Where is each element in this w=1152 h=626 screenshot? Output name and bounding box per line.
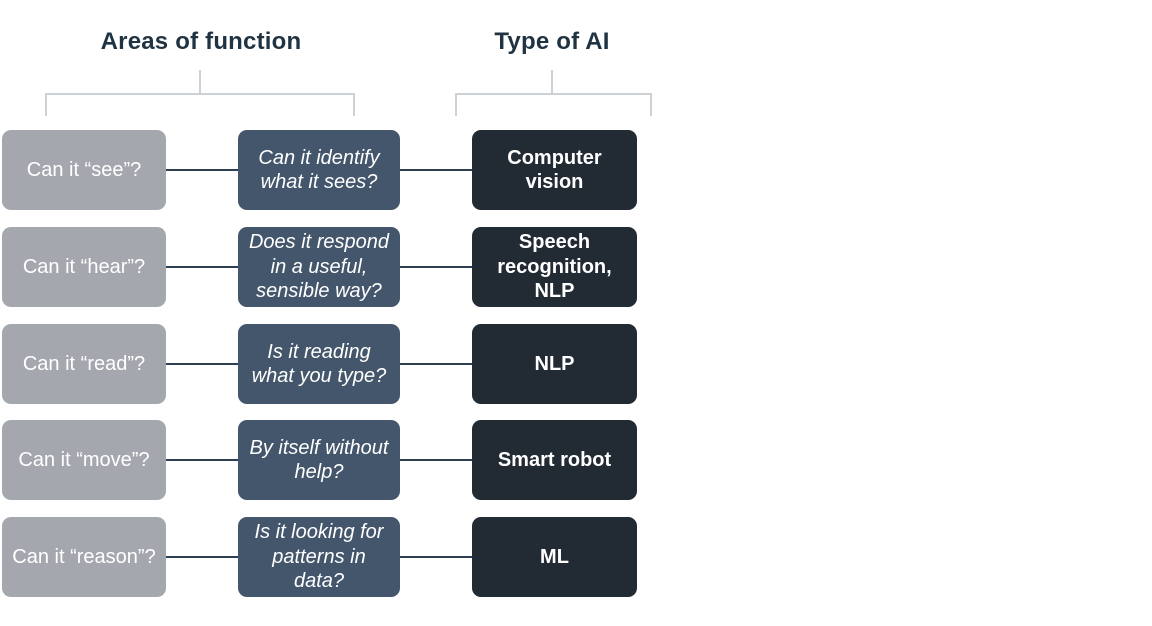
clarification-box: Is it looking for patterns in data? (238, 517, 400, 597)
ai-type-box: Speech recognition, NLP (472, 227, 637, 307)
connector-line (400, 556, 472, 558)
left-bracket-stem (199, 70, 201, 93)
connector-line (166, 459, 238, 461)
diagram-row-move: Can it “move”? By itself without help? S… (0, 420, 660, 500)
question-box: Can it “hear”? (2, 227, 166, 307)
connector-line (400, 363, 472, 365)
column-header-areas-of-function: Areas of function (100, 28, 302, 55)
clarification-box: By itself without help? (238, 420, 400, 500)
question-box: Can it “read”? (2, 324, 166, 404)
right-bracket-stem (551, 70, 553, 93)
question-box: Can it “move”? (2, 420, 166, 500)
connector-line (166, 169, 238, 171)
column-header-type-of-ai: Type of AI (494, 28, 610, 55)
ai-type-box: Computer vision (472, 130, 637, 210)
clarification-box: Is it reading what you type? (238, 324, 400, 404)
connector-line (166, 266, 238, 268)
connector-line (166, 363, 238, 365)
clarification-box: Does it respond in a useful, sensible wa… (238, 227, 400, 307)
question-box: Can it “reason”? (2, 517, 166, 597)
diagram-row-reason: Can it “reason”? Is it looking for patte… (0, 517, 660, 597)
right-bracket (455, 93, 652, 116)
ai-type-box: Smart robot (472, 420, 637, 500)
diagram-row-hear: Can it “hear”? Does it respond in a usef… (0, 227, 660, 307)
clarification-box: Can it identify what it sees? (238, 130, 400, 210)
connector-line (400, 169, 472, 171)
diagram-row-see: Can it “see”? Can it identify what it se… (0, 130, 660, 210)
left-bracket (45, 93, 355, 116)
diagram-row-read: Can it “read”? Is it reading what you ty… (0, 324, 660, 404)
question-box: Can it “see”? (2, 130, 166, 210)
ai-type-box: NLP (472, 324, 637, 404)
connector-line (166, 556, 238, 558)
ai-type-box: ML (472, 517, 637, 597)
connector-line (400, 459, 472, 461)
connector-line (400, 266, 472, 268)
